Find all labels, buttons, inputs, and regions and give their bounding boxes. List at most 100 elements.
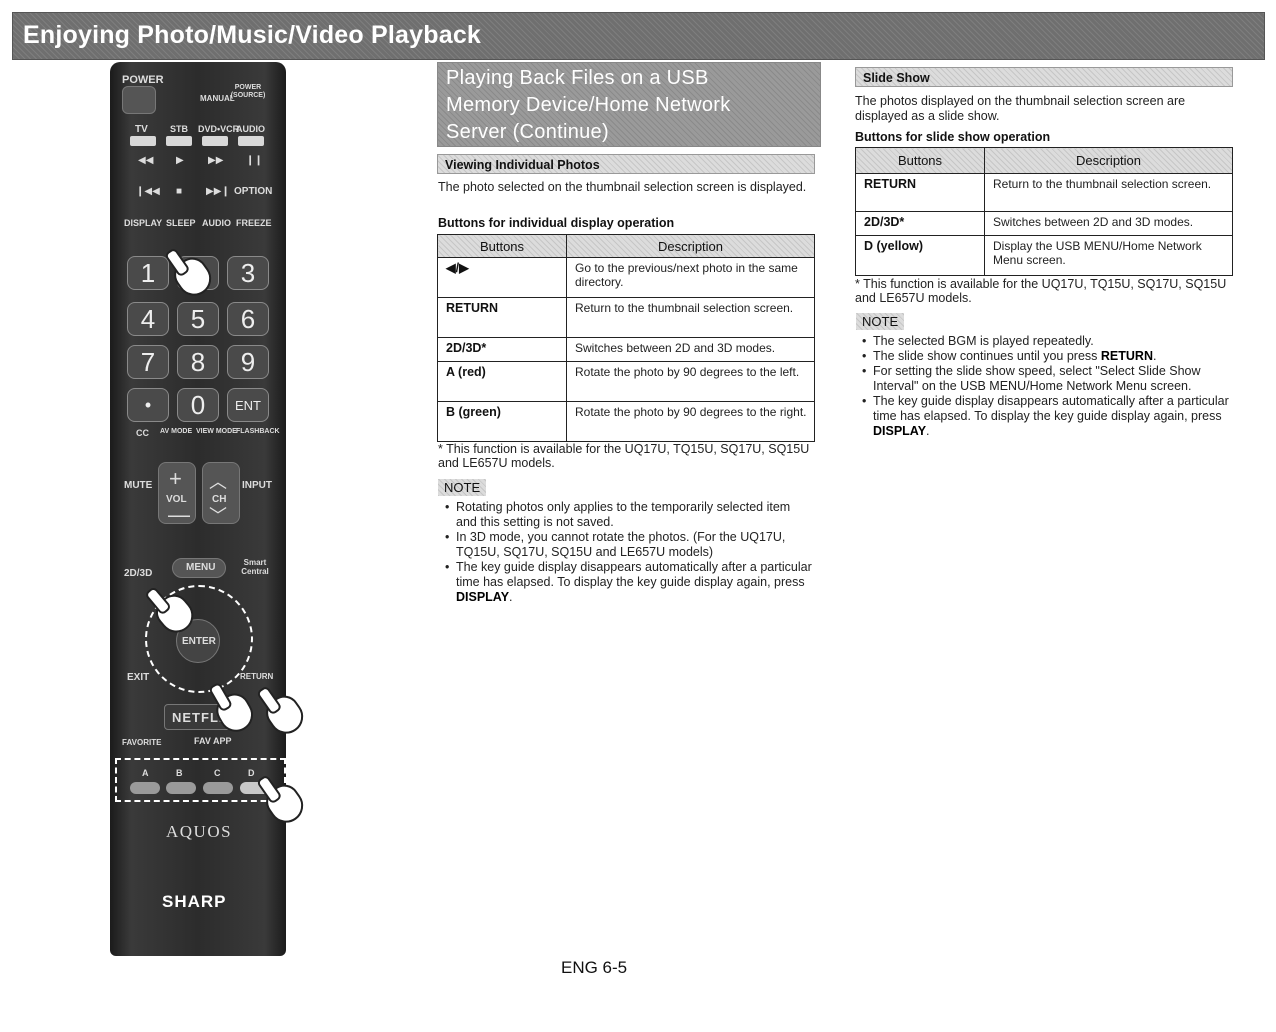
c-blue-key — [203, 782, 233, 794]
c-label: C — [214, 768, 221, 778]
view-mode-label: VIEW MODE — [196, 428, 237, 435]
individual-notes-list: Rotating photos only applies to the temp… — [440, 500, 812, 605]
exit-label: EXIT — [127, 672, 150, 683]
freeze-label: FREEZE — [236, 218, 272, 228]
option-label: OPTION — [234, 186, 273, 197]
color-keys-highlight-box — [115, 758, 286, 802]
digit-1-key: 1 — [127, 256, 169, 290]
input-label: INPUT — [242, 480, 272, 491]
list-item: For setting the slide show speed, select… — [857, 364, 1229, 394]
page-number: ENG 6-5 — [561, 958, 628, 977]
note-label: NOTE — [856, 313, 905, 330]
button-cell: 2D/3D* — [855, 211, 985, 236]
slideshow-footnote: * This function is available for the UQ1… — [855, 277, 1227, 305]
sleep-label: SLEEP — [166, 218, 196, 228]
ch-label: CH — [212, 494, 227, 505]
subhead-viewing-individual-photos: Viewing Individual Photos — [437, 154, 815, 174]
d-label: D — [248, 768, 255, 778]
dot-key: • — [127, 388, 169, 422]
dvd-key — [202, 136, 228, 146]
col-header-buttons: Buttons — [437, 234, 567, 258]
chapter-title: Enjoying Photo/Music/Video Playback — [23, 21, 482, 49]
skip-forward-icon: ▶▶❙ — [206, 186, 230, 197]
power-source-label: POWER (SOURCE) — [230, 84, 266, 99]
description-cell: Rotate the photo by 90 degrees to the ri… — [566, 401, 815, 442]
button-cell: 2D/3D* — [437, 337, 567, 362]
description-cell: Switches between 2D and 3D modes. — [984, 211, 1233, 236]
table-row: RETURN Return to the thumbnail selection… — [855, 173, 1233, 212]
button-cell: D (yellow) — [855, 235, 985, 276]
audio-key — [238, 136, 264, 146]
individual-buttons-table: Buttons Description ◀/▶ Go to the previo… — [437, 234, 815, 442]
section-title-line-1: Playing Back Files on a USB — [446, 67, 709, 89]
audio-label: AUDIO — [236, 124, 265, 134]
note-label: NOTE — [438, 479, 487, 496]
description-cell: Return to the thumbnail selection screen… — [984, 173, 1233, 212]
chapter-banner: Enjoying Photo/Music/Video Playback — [12, 12, 1265, 60]
manual-label: MANUAL — [200, 94, 235, 103]
section-title-line-3: Server (Continue) — [446, 121, 609, 143]
vol-label: VOL — [166, 494, 187, 505]
button-cell: A (red) — [437, 361, 567, 402]
play-icon: ▶ — [176, 155, 184, 166]
audio2-label: AUDIO — [202, 218, 231, 228]
digit-7-key: 7 — [127, 345, 169, 379]
individual-table-caption: Buttons for individual display operation — [438, 216, 675, 230]
tv-key — [130, 136, 156, 146]
digit-5-key: 5 — [177, 302, 219, 336]
minus-icon: — — [168, 502, 190, 527]
slideshow-notes-list: The selected BGM is played repeatedly. T… — [857, 334, 1229, 439]
a-label: A — [142, 768, 149, 778]
fast-forward-icon: ▶▶ — [208, 155, 224, 166]
button-cell: ◀/▶ — [437, 257, 567, 298]
digit-4-key: 4 — [127, 302, 169, 336]
power-label: POWER — [122, 74, 164, 86]
list-item: The key guide display disappears automat… — [440, 560, 812, 605]
list-item: In 3D mode, you cannot rotate the photos… — [440, 530, 812, 560]
pause-icon: ❙❙ — [246, 155, 263, 166]
description-cell: Rotate the photo by 90 degrees to the le… — [566, 361, 815, 402]
table-row: A (red) Rotate the photo by 90 degrees t… — [437, 361, 815, 402]
dvd-vcr-label: DVD•VCR — [198, 124, 240, 134]
digit-6-key: 6 — [227, 302, 269, 336]
digit-0-key: 0 — [177, 388, 219, 422]
aquos-logo: AQUOS — [166, 822, 233, 841]
sharp-logo: SHARP — [162, 892, 227, 911]
slideshow-buttons-table: Buttons Description RETURN Return to the… — [855, 147, 1233, 276]
stop-icon: ■ — [176, 186, 183, 197]
col-header-description: Description — [984, 147, 1233, 174]
ch-rocker — [202, 462, 240, 524]
list-item: The slide show continues until you press… — [857, 349, 1229, 364]
section-title-line-2: Memory Device/Home Network — [446, 94, 731, 116]
favorite-label: FAVORITE — [122, 738, 162, 747]
slideshow-table-caption: Buttons for slide show operation — [855, 130, 1051, 144]
stb-label: STB — [170, 124, 188, 134]
plus-icon: + — [169, 466, 182, 491]
enter-label: ENTER — [182, 636, 216, 647]
stb-key — [166, 136, 192, 146]
button-cell: B (green) — [437, 401, 567, 442]
enter-key — [176, 619, 220, 663]
dpad-highlight-ring — [145, 585, 253, 693]
ent-key: ENT — [227, 388, 269, 422]
table-row: 2D/3D* Switches between 2D and 3D modes. — [437, 337, 815, 362]
description-cell: Return to the thumbnail selection screen… — [566, 297, 815, 338]
digit-9-key: 9 — [227, 345, 269, 379]
rewind-icon: ◀◀ — [138, 155, 154, 166]
b-green-key — [166, 782, 196, 794]
button-cell: RETURN — [855, 173, 985, 212]
tv-label: TV — [135, 124, 148, 135]
description-cell: Switches between 2D and 3D modes. — [566, 337, 815, 362]
individual-intro: The photo selected on the thumbnail sele… — [438, 180, 807, 194]
menu-key — [172, 558, 226, 578]
list-item: Rotating photos only applies to the temp… — [440, 500, 812, 530]
netflix-label: NETFLI — [172, 710, 224, 725]
fav-app-label: FAV APP — [194, 736, 232, 746]
smart-central-label: Smart Central — [241, 558, 269, 576]
power-button-illus — [122, 86, 156, 114]
section-title-box: Playing Back Files on a USB Memory Devic… — [437, 62, 821, 147]
av-mode-label: AV MODE — [160, 428, 193, 435]
a-red-key — [130, 782, 160, 794]
ch-down-icon: ﹀ — [209, 506, 227, 526]
col-header-description: Description — [566, 234, 815, 258]
